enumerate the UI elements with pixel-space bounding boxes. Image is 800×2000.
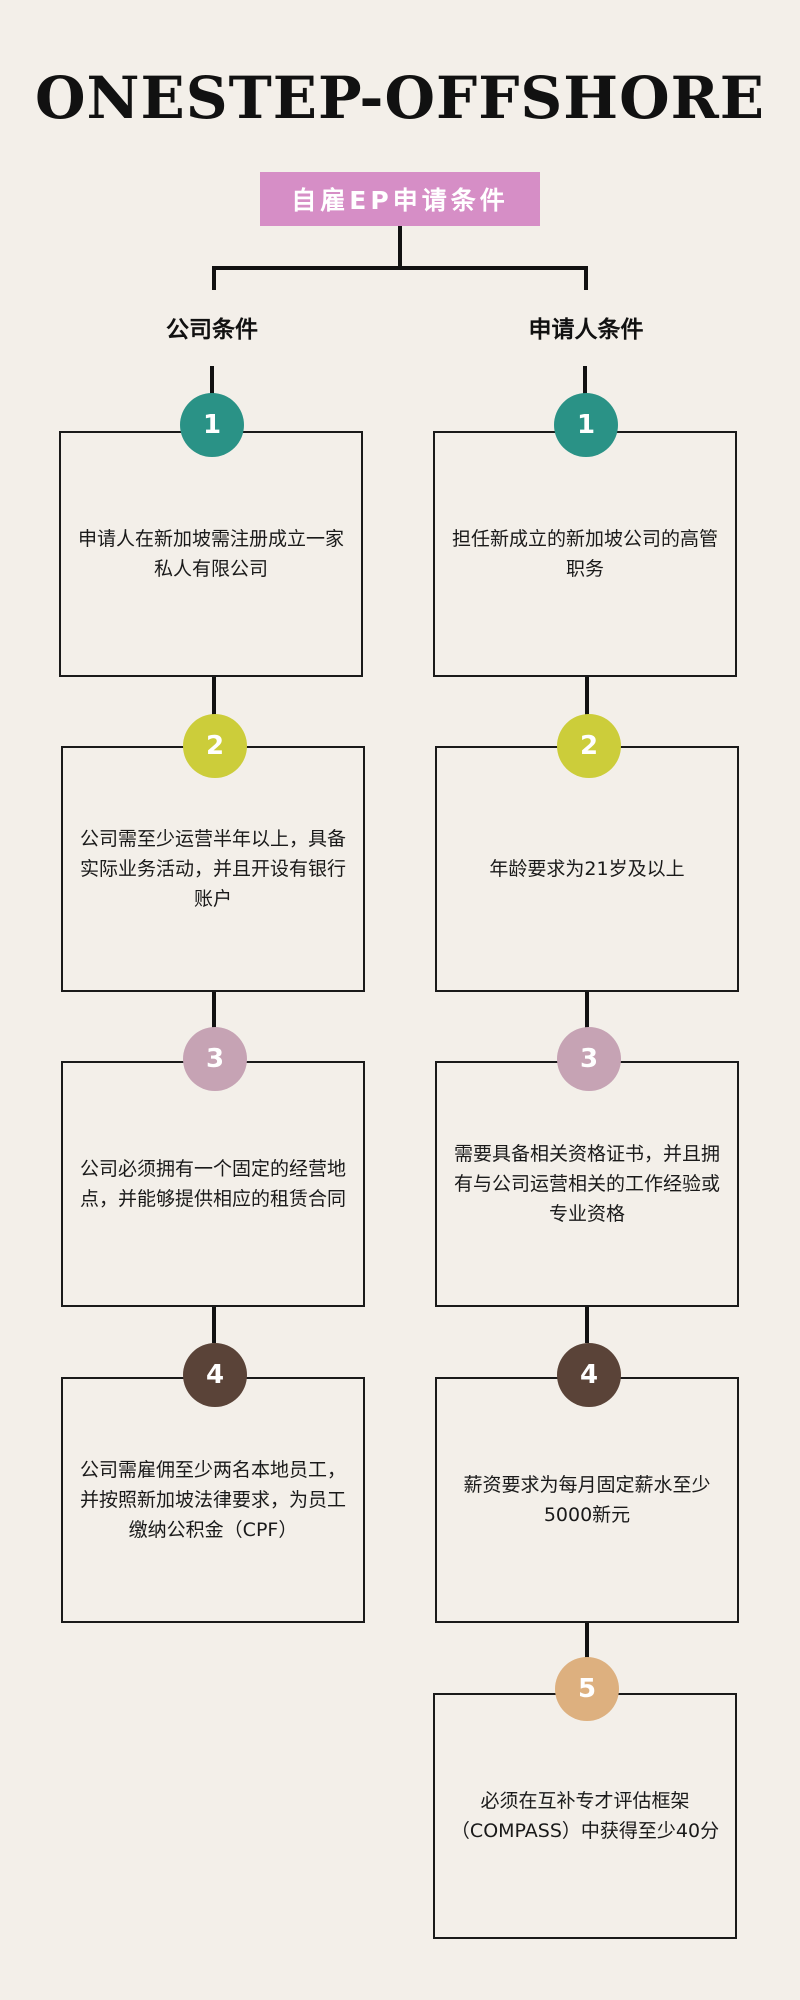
applicant-step-number-5: 5	[555, 1657, 619, 1721]
header-badge-label: 自雇EP申请条件	[291, 186, 509, 215]
connector-horizontal	[212, 266, 588, 270]
connector-company-top	[210, 366, 214, 398]
company-step-text-3: 公司必须拥有一个固定的经营地点，并能够提供相应的租赁合同	[79, 1158, 346, 1210]
applicant-step-number-1: 1	[554, 393, 618, 457]
applicant-step-box-1: 担任新成立的新加坡公司的高管职务	[433, 431, 737, 677]
connector-company-2-3	[212, 992, 216, 1028]
connector-left-drop	[212, 266, 216, 290]
connector-right-drop	[584, 266, 588, 290]
company-step-number-1: 1	[180, 393, 244, 457]
applicant-step-number-2: 2	[557, 714, 621, 778]
company-step-text-2: 公司需至少运营半年以上，具备实际业务活动，并且开设有银行账户	[79, 828, 346, 910]
connector-applicant-3-4	[585, 1307, 589, 1343]
connector-applicant-4-5	[585, 1623, 589, 1659]
company-step-number-4: 4	[183, 1343, 247, 1407]
company-step-number-3: 3	[183, 1027, 247, 1091]
connector-company-1-2	[212, 677, 216, 727]
connector-applicant-1-2	[585, 677, 589, 727]
applicant-step-box-4: 薪资要求为每月固定薪水至少5000新元	[435, 1377, 739, 1623]
company-step-number-2: 2	[183, 714, 247, 778]
connector-header-down	[398, 226, 402, 268]
applicant-step-text-2: 年龄要求为21岁及以上	[489, 858, 685, 880]
connector-applicant-top	[583, 366, 587, 398]
header-badge: 自雇EP申请条件	[260, 172, 540, 226]
applicant-step-text-5: 必须在互补专才评估框架（COMPASS）中获得至少40分	[450, 1790, 720, 1842]
company-step-box-4: 公司需雇佣至少两名本地员工，并按照新加坡法律要求，为员工缴纳公积金（CPF）	[61, 1377, 365, 1623]
applicant-step-box-2: 年龄要求为21岁及以上	[435, 746, 739, 992]
column-heading-company: 公司条件	[166, 317, 258, 343]
connector-company-3-4	[212, 1307, 216, 1343]
applicant-step-number-4: 4	[557, 1343, 621, 1407]
company-step-box-2: 公司需至少运营半年以上，具备实际业务活动，并且开设有银行账户	[61, 746, 365, 992]
column-heading-applicant: 申请人条件	[528, 317, 644, 343]
applicant-step-box-5: 必须在互补专才评估框架（COMPASS）中获得至少40分	[433, 1693, 737, 1939]
company-step-text-1: 申请人在新加坡需注册成立一家私人有限公司	[77, 528, 344, 580]
applicant-step-box-3: 需要具备相关资格证书，并且拥有与公司运营相关的工作经验或专业资格	[435, 1061, 739, 1307]
applicant-step-text-4: 薪资要求为每月固定薪水至少5000新元	[463, 1474, 711, 1526]
connector-applicant-2-3	[585, 992, 589, 1028]
company-step-box-1: 申请人在新加坡需注册成立一家私人有限公司	[59, 431, 363, 677]
applicant-step-number-3: 3	[557, 1027, 621, 1091]
applicant-step-text-3: 需要具备相关资格证书，并且拥有与公司运营相关的工作经验或专业资格	[453, 1143, 720, 1225]
page-title: ONESTEP-OFFSHORE	[34, 64, 765, 132]
company-step-box-3: 公司必须拥有一个固定的经营地点，并能够提供相应的租赁合同	[61, 1061, 365, 1307]
company-step-text-4: 公司需雇佣至少两名本地员工，并按照新加坡法律要求，为员工缴纳公积金（CPF）	[79, 1459, 346, 1541]
applicant-step-text-1: 担任新成立的新加坡公司的高管职务	[451, 528, 718, 580]
